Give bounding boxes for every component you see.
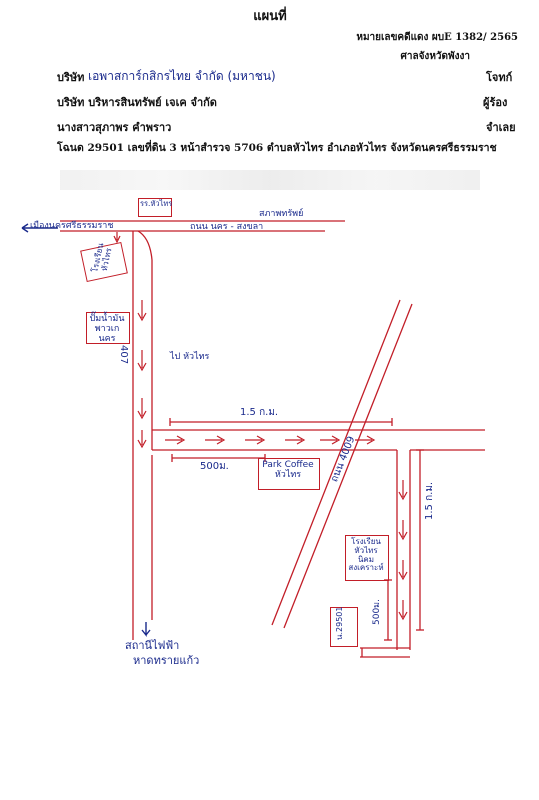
deed-line: โฉนด 29501 เลขที่ดิน 3 หน้าสำรวจ 5706 ตำ…	[57, 142, 497, 154]
defendant-role: จำเลย	[486, 121, 516, 134]
bottom-dest-1: สถานีไฟฟ้า	[125, 639, 180, 652]
dist-top-label: 1.5 ก.ม.	[240, 407, 279, 418]
dist-right-label: 1.5 ก.ม.	[424, 481, 435, 520]
arrow-right-6	[355, 435, 376, 445]
plaintiff-role: โจทก์	[486, 71, 513, 84]
court-name: ศาลจังหวัดพังงา	[400, 51, 470, 62]
plot-label: น.29501	[335, 606, 344, 640]
school-right-box	[345, 535, 389, 581]
arrow-down-7	[398, 560, 408, 581]
arrow-down-1	[137, 300, 147, 322]
arrow-down-3	[137, 398, 147, 420]
plot-box	[330, 607, 358, 647]
arrow-right-5	[320, 435, 341, 445]
dist-500-label: 500ม.	[200, 461, 229, 472]
arrow-down-6	[398, 520, 408, 541]
road-407-label: 407	[118, 345, 129, 365]
map-title: แผนที่	[253, 9, 287, 24]
sign-right-label: ไป หัวไทร	[170, 352, 210, 362]
park-coffee-box	[258, 458, 320, 490]
dist-500v-label: 500ม.	[372, 599, 382, 625]
plaintiff-prefix: บริษัท	[57, 71, 85, 84]
school-top-box	[138, 198, 172, 217]
bottom-dest-2: หาดทรายแก้ว	[133, 654, 200, 667]
school-right-label: โรงเรียน หัวไทร นิคมสงเคราะห์	[348, 537, 384, 573]
arrow-down-5	[398, 480, 408, 501]
road-4009-line-1	[271, 299, 401, 626]
road-nakhon-label: ถนน นคร - สงขลา	[190, 222, 264, 232]
arrow-down-2	[137, 350, 147, 372]
case-number: หมายเลขคดีแดง ผบE 1382/ 2565	[356, 32, 518, 43]
arrow-down-8	[398, 600, 408, 621]
arrow-right-1	[165, 435, 186, 445]
redacted-band	[60, 170, 480, 190]
arrow-right-3	[245, 435, 266, 445]
gas-station-label: ปั๊มน้ำมัน พาวเกนคร	[89, 314, 125, 344]
petitioner-name: บริษัท บริหารสินทรัพย์ เจเค จำกัด	[57, 96, 217, 109]
petitioner-role: ผู้ร้อง	[483, 96, 508, 109]
arrow-down-0	[113, 232, 121, 244]
road-407-curve	[137, 230, 153, 261]
sapha-label: สภาพทรัพย์	[259, 209, 304, 219]
plaintiff-name: เอพาสการ์กสิกรไทย จำกัด (มหาชน)	[88, 69, 276, 83]
arrow-right-2	[205, 435, 226, 445]
defendant-name: นางสาวสุภาพร คำพราว	[57, 121, 172, 134]
arrow-down-4	[137, 430, 147, 449]
gas-station-box	[86, 312, 130, 344]
to-city-label: เมืองนครศรีธรรมราช	[30, 221, 114, 231]
road-4009-line-2	[283, 303, 413, 629]
arrow-left-city	[21, 223, 58, 233]
school-top-label: รร.หัวไทร	[140, 199, 173, 208]
arrow-down-end	[141, 622, 151, 637]
arrow-right-4	[285, 435, 306, 445]
park-coffee-label: Park Coffee หัวไทร	[262, 460, 314, 480]
